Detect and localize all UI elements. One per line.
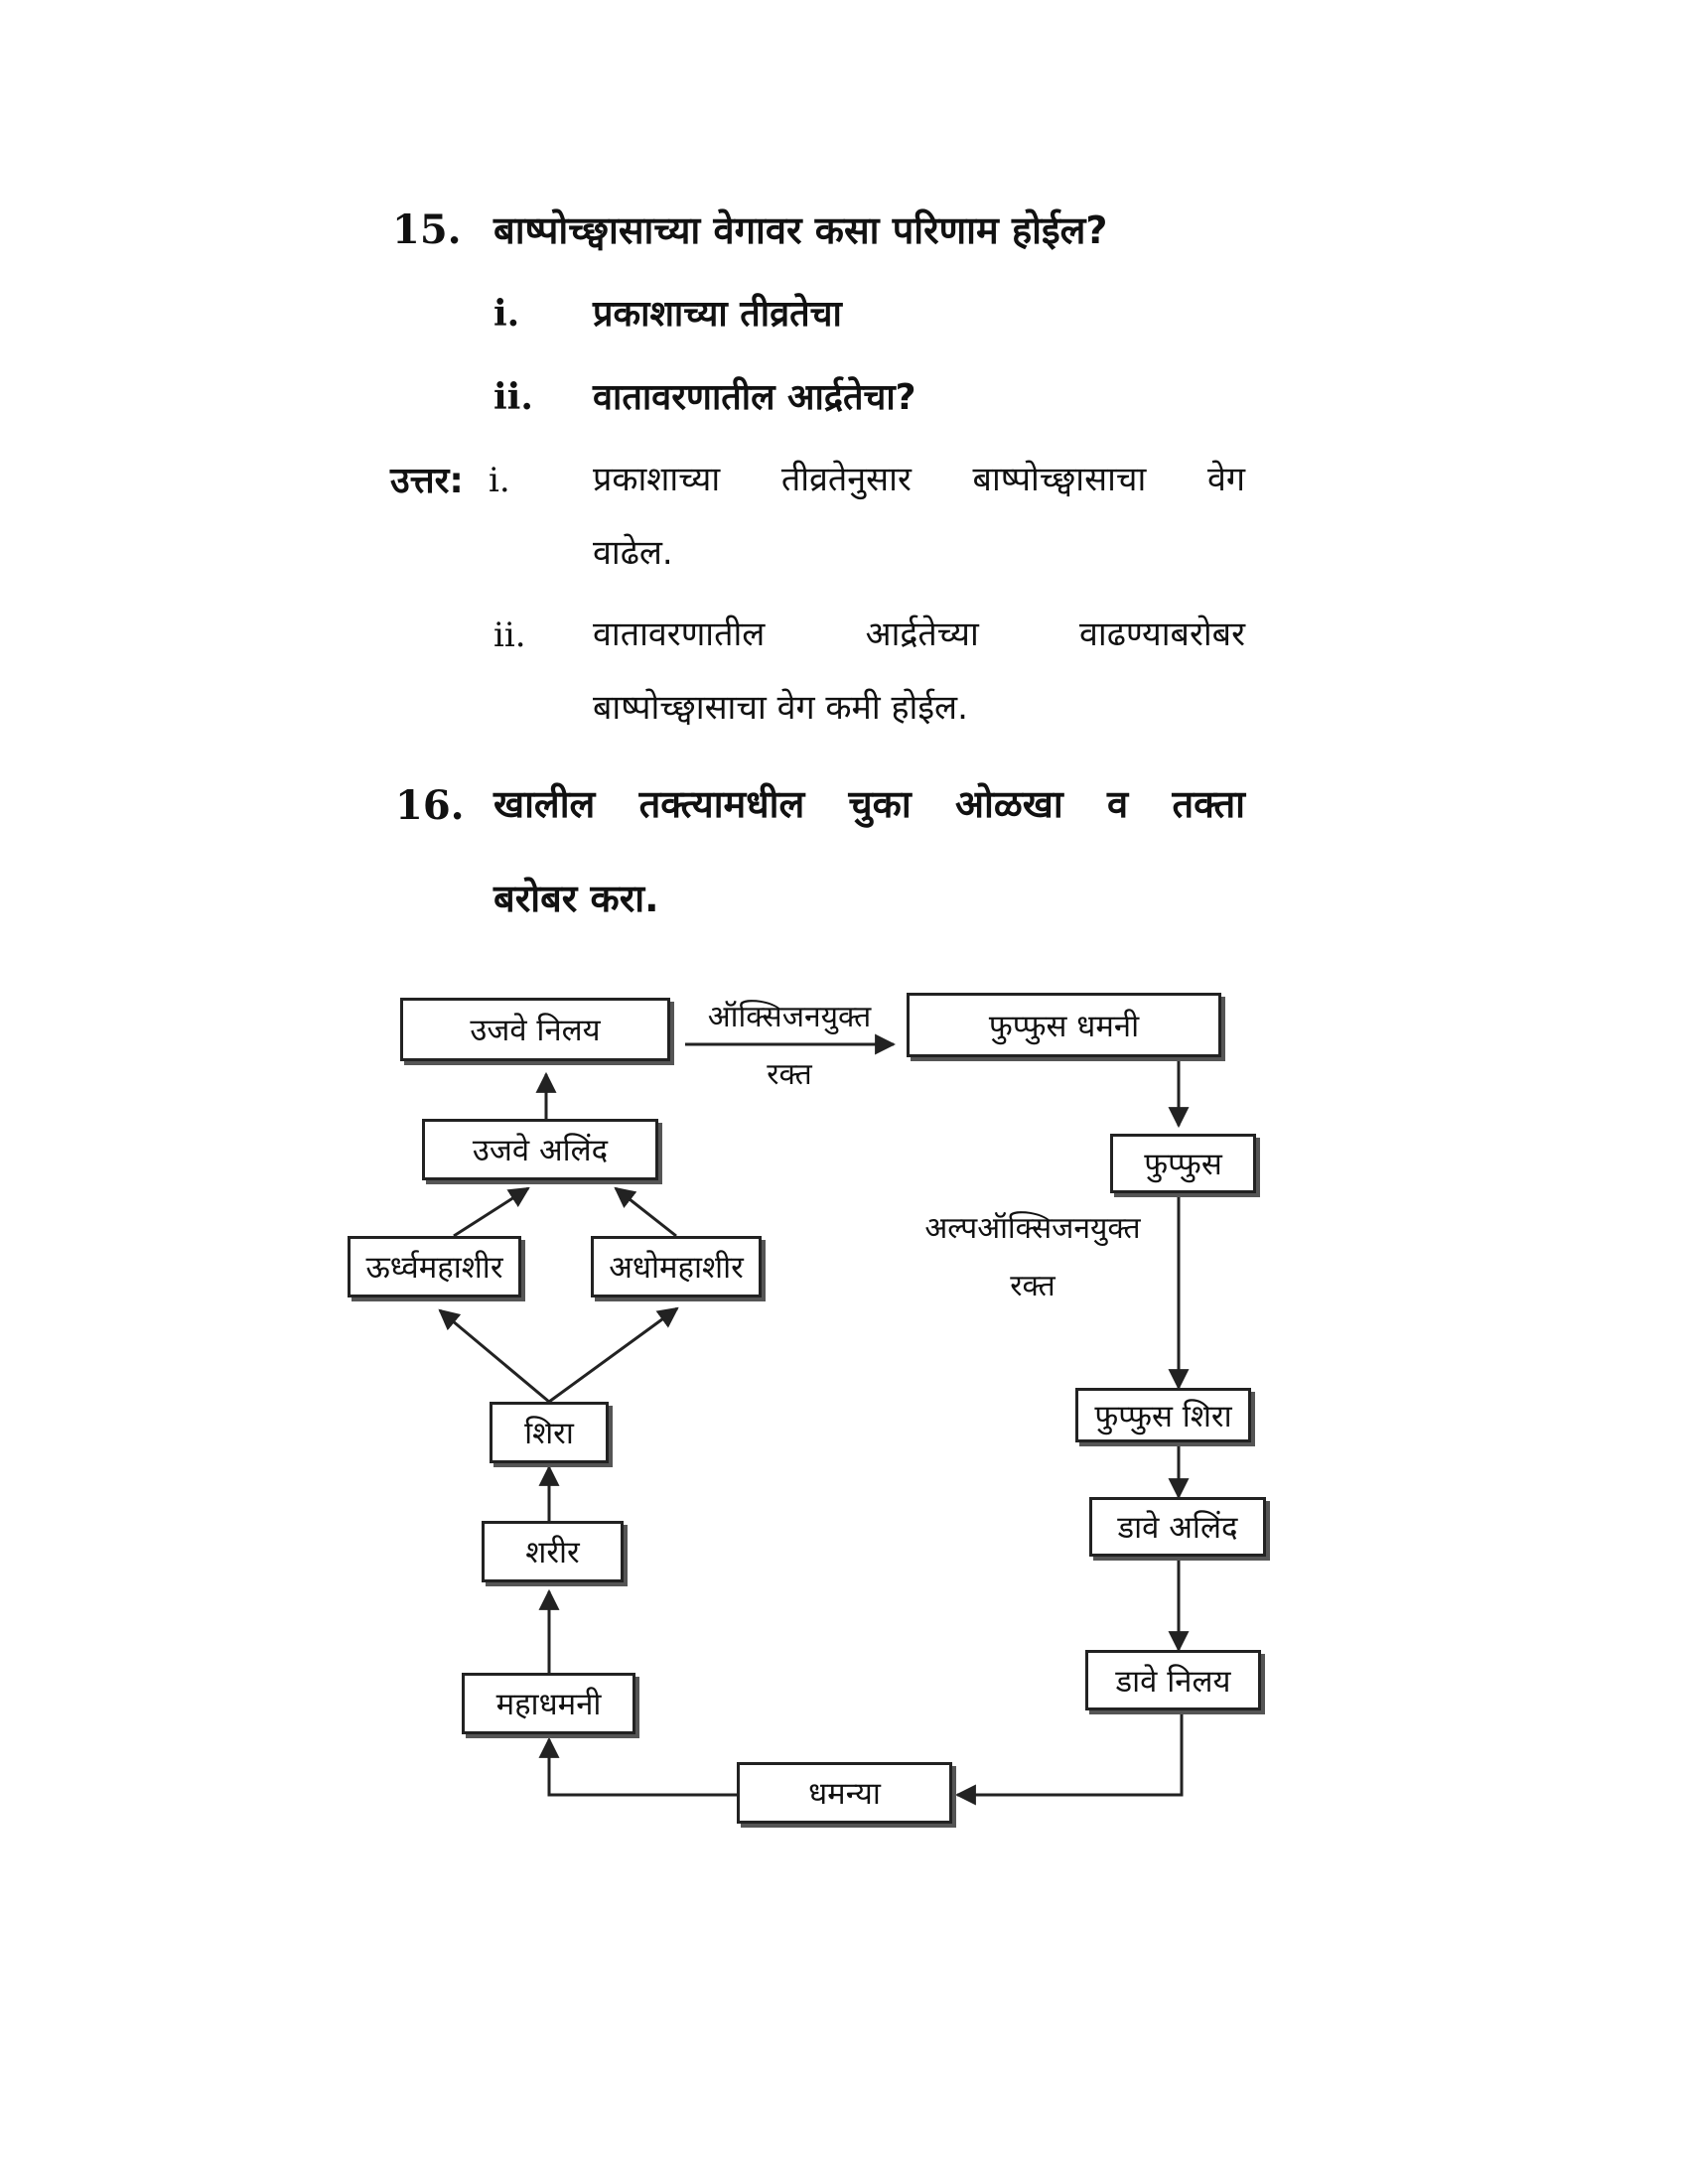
label-oxygenated-line-1: ऑक्सिजनयुक्त [707,1000,872,1034]
question-16-line-2: बरोबर करा. [493,877,659,920]
label-deoxygenated-line-2: रक्त [1010,1269,1055,1303]
question-15-text: बाष्पोच्छ्वासाच्या वेगावर कसा परिणाम होई… [493,208,1108,252]
box-inferior-vena-cava: अधोमहाशीर [591,1236,762,1297]
box-pulmonary-vein: फुप्फुस शिरा [1075,1388,1251,1442]
answer-2-line-2: बाष्पोच्छ्वासाचा वेग कमी होईल. [593,688,968,728]
box-superior-vena-cava: ऊर्ध्वमहाशीर [348,1236,521,1297]
box-aorta: महाधमनी [462,1673,635,1734]
question-16-number: 16. [395,782,465,829]
label-oxygenated-line-2: रक्त [767,1057,812,1092]
box-right-ventricle: उजवे निलय [400,998,670,1061]
answer-1-number: i. [489,461,510,500]
question-15-number: 15. [392,206,462,253]
question-15-part-1-number: i. [493,293,520,335]
question-15-part-2-number: ii. [493,376,533,418]
box-body: शरीर [482,1521,624,1582]
box-right-atrium: उजवे अलिंद [422,1119,658,1180]
box-lungs: फुप्फुस [1110,1134,1256,1193]
question-15-part-2-text: वातावरणातील आर्द्रतेचा? [593,377,916,418]
answer-1-line-2: वाढेल. [593,533,673,573]
answer-2-line-1: वातावरणातील आर्द्रतेच्या वाढण्याबरोबर [593,614,1245,654]
box-pulmonary-artery: फुप्फुस धमनी [907,993,1221,1057]
answer-2-number: ii. [493,615,526,655]
box-veins: शिरा [490,1402,609,1463]
box-arteries: धमन्या [737,1762,952,1824]
box-left-ventricle: डावे निलय [1085,1650,1261,1710]
label-deoxygenated-line-1: अल्पऑक्सिजनयुक्त [924,1211,1141,1246]
box-left-atrium: डावे अलिंद [1089,1497,1266,1557]
answer-1-line-1: प्रकाशाच्या तीव्रतेनुसार बाष्पोच्छ्वासाच… [593,460,1245,499]
question-16-line-1: खालील तक्त्यामधील चुका ओळखा व तक्ता [493,782,1245,826]
answer-label: उत्तर: [390,461,464,501]
question-15-part-1-text: प्रकाशाच्या तीव्रतेचा [593,294,842,335]
